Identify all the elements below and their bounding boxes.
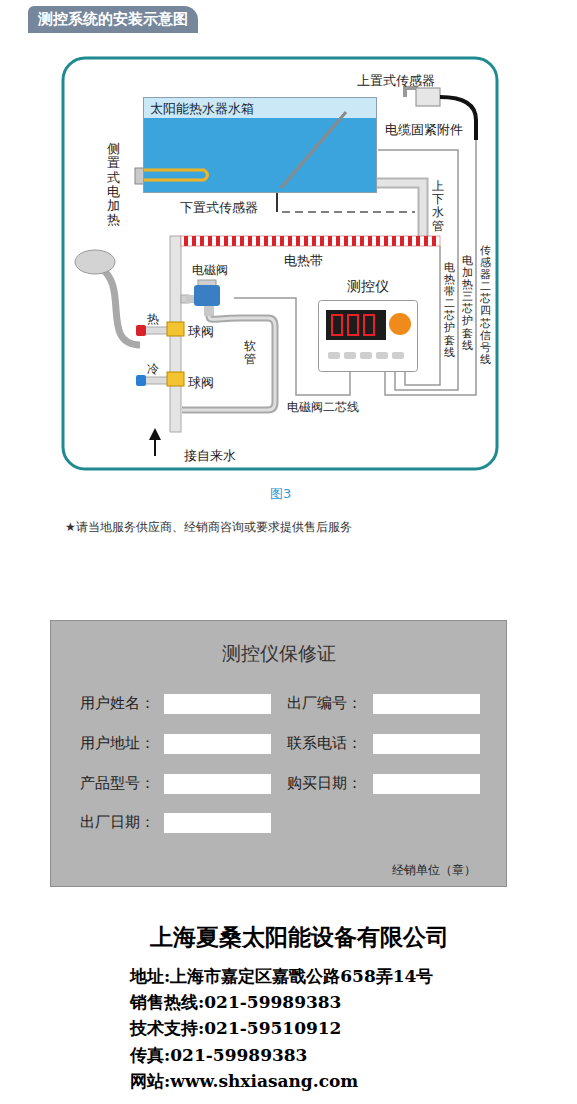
- water-tank: 太阳能热水器水箱: [143, 97, 377, 193]
- part-label: 球阀: [188, 374, 214, 392]
- controller-unit: 测控仪: [318, 300, 418, 372]
- cold-tap-pipe: [142, 377, 170, 384]
- node-text: 测控仪保修证: [51, 621, 506, 667]
- warranty-card: 测控仪保修证: [50, 620, 507, 887]
- wire-label: 电磁阀二芯线: [285, 399, 361, 416]
- part-label: 球阀: [188, 323, 214, 341]
- water-pipe-inner: [377, 183, 423, 241]
- controller-display: [326, 310, 386, 340]
- part-label: 电热带: [284, 252, 323, 270]
- form-field: [164, 813, 271, 833]
- valve-body: [194, 285, 220, 306]
- frame-border: [63, 58, 497, 469]
- shower-hose: [100, 268, 140, 345]
- valve-outlet: [204, 306, 214, 316]
- soft-hose: [182, 316, 275, 410]
- part-label: 电缆固紧附件: [385, 121, 463, 139]
- part-label: 用户姓名：: [80, 694, 155, 713]
- company-info: 地址:上海市嘉定区嘉戬公路658弄14号: [130, 965, 433, 988]
- water-pipe: [377, 183, 423, 241]
- lower-sensor: [276, 193, 278, 212]
- form-field: [164, 734, 271, 754]
- company-info: 销售热线:021-59989383: [130, 991, 341, 1014]
- display-digit: [348, 315, 358, 335]
- shower-head: [75, 250, 115, 274]
- heater-element: [144, 170, 208, 180]
- controller-dial: [389, 313, 411, 335]
- inflow-arrow: [154, 438, 156, 456]
- company-info: 技术支持:021-59510912: [130, 1017, 341, 1040]
- vertical-label: 传感器二芯四芯信号线: [480, 245, 491, 366]
- sensor-dash: [282, 211, 415, 213]
- part-label: 经销单位（章）: [392, 862, 476, 879]
- company-info: 传真:021-59989383: [130, 1044, 307, 1067]
- heating-band: [181, 236, 440, 246]
- company-info: 网站:www.shxiasang.com: [130, 1070, 358, 1093]
- form-field: [164, 694, 271, 714]
- hot-tap: [136, 325, 146, 336]
- node-text: 太阳能热水器水箱: [144, 98, 376, 120]
- vertical-label: 上下水管: [432, 180, 444, 233]
- ball-valve: [167, 322, 184, 336]
- company-info: 上海夏桑太阳能设备有限公司: [150, 922, 449, 953]
- part-label: 下置式传感器: [180, 199, 258, 217]
- hot-tap-pipe: [142, 327, 170, 334]
- sensor-wire: [385, 140, 476, 395]
- part-label: 产品型号：: [80, 774, 155, 793]
- solenoid-valve: 电磁阀: [186, 262, 234, 316]
- controller-case: [319, 301, 418, 372]
- form-field: [373, 694, 480, 714]
- part-label: 用户地址：: [80, 734, 155, 753]
- soft-hose-inner: [182, 316, 275, 410]
- vertical-label: 软管: [244, 340, 256, 366]
- part-label: 冷: [147, 361, 159, 378]
- vertical-label: 电热带二芯护套线: [444, 262, 455, 359]
- inflow-arrowhead: [149, 428, 161, 440]
- part-label: 接自来水: [184, 447, 236, 465]
- form-field: [373, 734, 480, 754]
- part-label: 上置式传感器: [357, 72, 435, 90]
- controller-button: [328, 352, 340, 359]
- title-band: 测控系统的安装示意图: [28, 6, 198, 33]
- display-digit: [332, 315, 342, 335]
- cold-tap: [136, 375, 146, 386]
- vertical-label: 侧置式电加热: [107, 142, 120, 228]
- controller-button: [376, 352, 388, 359]
- form-field: [373, 774, 480, 794]
- part-label: 出厂日期：: [80, 813, 155, 832]
- controller-unit-art: [318, 300, 418, 372]
- controller-button: [392, 352, 404, 359]
- form-field: [164, 774, 271, 794]
- part-label: 出厂编号：: [287, 694, 362, 713]
- sensor-rod: [281, 112, 346, 188]
- node-text: 电磁阀: [186, 262, 234, 279]
- display-digit: [364, 315, 374, 335]
- part-label: ★请当地服务供应商、经销商咨询或要求提供售后服务: [65, 519, 352, 536]
- part-label: 联系电话：: [287, 734, 362, 753]
- controller-button: [344, 352, 356, 359]
- node-text: 测控仪: [318, 278, 418, 296]
- upper-sensor: [416, 88, 440, 106]
- vertical-label: 电加热三芯护套线: [462, 255, 473, 352]
- part-label: 热: [147, 311, 159, 328]
- valve-inlet: [186, 295, 194, 303]
- figure-caption: 图3: [270, 485, 291, 503]
- controller-button: [360, 352, 372, 359]
- part-label: 购买日期：: [287, 774, 362, 793]
- ball-valve: [167, 372, 184, 386]
